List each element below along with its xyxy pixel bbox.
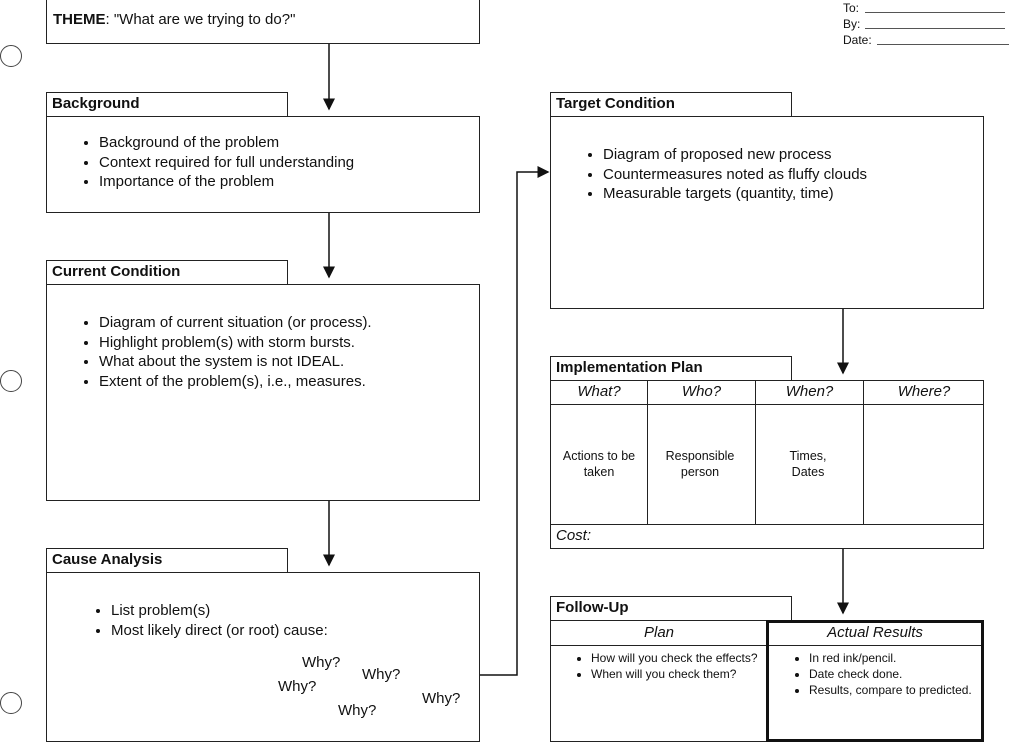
to-field[interactable]: To: [843,0,1005,16]
follow-up-results-item: Results, compare to predicted. [809,682,974,698]
background-title: Background [46,92,288,116]
arrow-cause-to-target [480,166,550,676]
background-item: Context required for full understanding [99,153,479,173]
background-list: Background of the problem Context requir… [47,133,479,192]
target-condition-item: Measurable targets (quantity, time) [603,184,983,204]
by-label: By: [843,17,861,31]
follow-up-results-header: Actual Results [827,624,923,641]
theme-label: THEME [53,11,106,28]
implementation-plan-table: What? Who? When? Where? Actions to be ta… [550,380,984,549]
background-item: Background of the problem [99,133,479,153]
plan-col-divider [755,381,756,524]
plan-col-divider [647,381,648,524]
date-field[interactable]: Date: [843,32,1009,48]
cause-analysis-box: List problem(s) Most likely direct (or r… [46,572,480,742]
follow-up-results-item: Date check done. [809,666,974,682]
plan-col-where: Where? [897,383,951,400]
follow-up-title: Follow-Up [550,596,792,620]
target-condition-item: Countermeasures noted as fluffy clouds [603,165,983,185]
current-condition-item: What about the system is not IDEAL. [99,352,479,372]
plan-cell-when: Times, Dates [789,449,827,479]
plan-cell-what: Actions to be taken [562,449,636,479]
follow-up-plan-item: When will you check them? [591,666,763,682]
cause-analysis-list: List problem(s) Most likely direct (or r… [47,601,479,640]
follow-up-plan-list: How will you check the effects? When wil… [551,650,763,682]
theme-text: : "What are we trying to do?" [105,11,296,28]
follow-up-results-divider [769,645,981,646]
plan-col-divider [863,381,864,524]
plan-header-divider [551,404,983,405]
binder-hole-bottom [0,692,22,714]
follow-up-results-box: Actual Results In red ink/pencil. Date c… [766,620,984,742]
current-condition-title: Current Condition [46,260,288,284]
why-label: Why? [302,654,341,671]
why-label: Why? [338,702,377,719]
follow-up-plan-box: Plan How will you check the effects? Whe… [550,620,768,742]
date-label: Date: [843,33,872,47]
why-label: Why? [362,666,401,683]
current-condition-item: Diagram of current situation (or process… [99,313,479,333]
follow-up-results-item: In red ink/pencil. [809,650,974,666]
to-line [865,12,1005,13]
target-condition-list: Diagram of proposed new process Counterm… [551,145,983,204]
date-line [877,44,1009,45]
binder-hole-top [0,45,22,67]
follow-up-plan-header: Plan [643,624,675,641]
by-field[interactable]: By: [843,16,1005,32]
target-condition-box: Diagram of proposed new process Counterm… [550,116,984,309]
plan-cost-label: Cost: [556,527,592,544]
background-item: Importance of the problem [99,172,479,192]
binder-hole-middle [0,370,22,392]
to-label: To: [843,1,860,15]
plan-cost-divider [551,524,983,525]
plan-cell-who: Responsible person [665,449,735,479]
current-condition-item: Highlight problem(s) with storm bursts. [99,333,479,353]
current-condition-item: Extent of the problem(s), i.e., measures… [99,372,479,392]
plan-col-when: When? [785,383,834,400]
why-label: Why? [278,678,317,695]
cause-analysis-item: Most likely direct (or root) cause: [111,621,479,641]
cause-analysis-item: List problem(s) [111,601,479,621]
cause-analysis-title: Cause Analysis [46,548,288,572]
follow-up-plan-divider [551,645,767,646]
current-condition-box: Diagram of current situation (or process… [46,284,480,501]
by-line [865,28,1005,29]
target-condition-title: Target Condition [550,92,792,116]
follow-up-plan-item: How will you check the effects? [591,650,763,666]
follow-up-results-list: In red ink/pencil. Date check done. Resu… [769,650,974,698]
plan-col-who: Who? [681,383,722,400]
why-label: Why? [422,690,461,707]
implementation-plan-title: Implementation Plan [550,356,792,380]
background-box: Background of the problem Context requir… [46,116,480,213]
theme-box: THEME: "What are we trying to do?" [46,0,480,44]
target-condition-item: Diagram of proposed new process [603,145,983,165]
plan-col-what: What? [577,383,621,400]
current-condition-list: Diagram of current situation (or process… [47,313,479,391]
